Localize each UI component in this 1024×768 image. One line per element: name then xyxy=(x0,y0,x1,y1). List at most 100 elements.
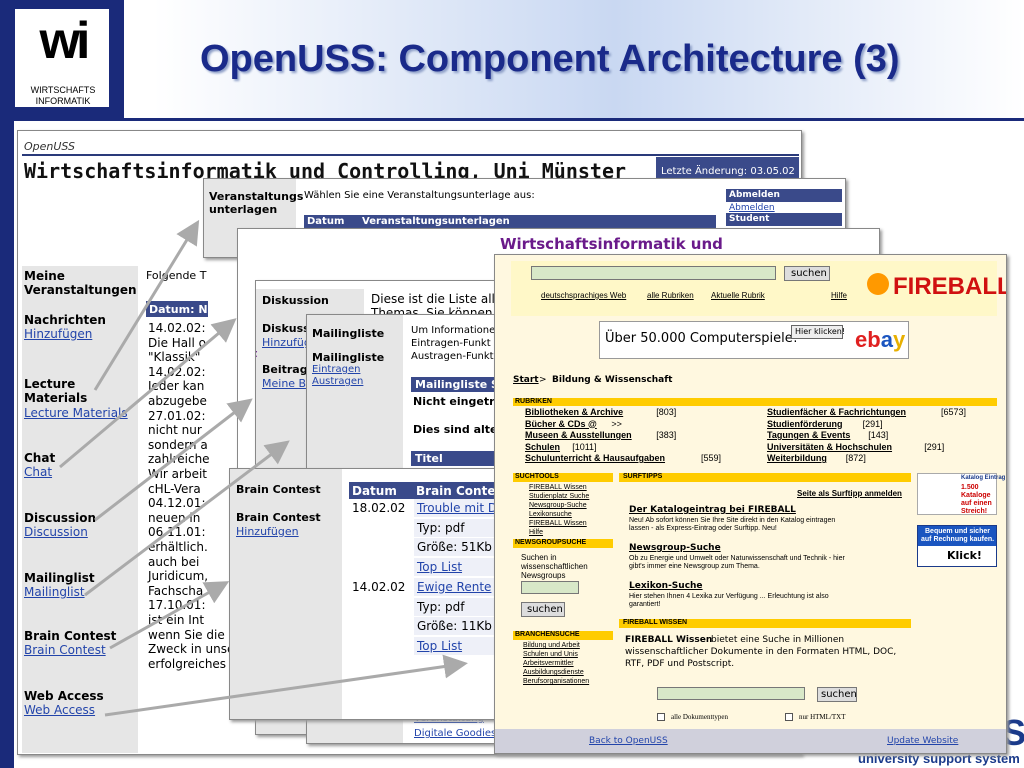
brain-row-type: Typ: pdf xyxy=(417,599,465,614)
branchen-link[interactable]: Arbeitsvermittler xyxy=(523,660,574,667)
brain-row-type: Typ: pdf xyxy=(417,520,465,535)
nav-link-5[interactable]: Mailinglist xyxy=(24,585,85,599)
category-left-name[interactable]: Museen & Ausstellungen xyxy=(525,430,632,440)
tip-heading[interactable]: Der Katalogeintrag bei FIREBALL xyxy=(629,505,796,515)
katalog-ad[interactable] xyxy=(917,473,997,515)
fireball-help[interactable]: Hilfe xyxy=(831,291,848,300)
tool-link[interactable]: FIREBALL Wissen xyxy=(529,484,587,491)
discussion-my-link[interactable]: Meine B xyxy=(262,377,307,390)
category-left-name[interactable]: Bücher & CDs @ xyxy=(525,418,597,429)
nav-link-3[interactable]: Chat xyxy=(24,465,53,479)
news-line: 04.12.01: xyxy=(148,496,206,511)
nav-title-4: Discussion xyxy=(24,511,97,525)
brain-row-link[interactable]: Ewige Rente xyxy=(417,580,492,594)
category-left-name[interactable]: Schulen xyxy=(525,441,561,452)
wissen-input[interactable] xyxy=(657,687,805,700)
fireball-option-2[interactable]: alle Rubriken xyxy=(647,291,694,300)
category-right-name[interactable]: Universitäten & Hochschulen xyxy=(767,441,893,452)
tool-link[interactable]: Studienplatz Suche xyxy=(529,493,590,500)
surftipp-register-link[interactable]: Seite als Surftipp anmelden xyxy=(797,489,902,498)
wissen-search-button[interactable]: suchen xyxy=(817,687,857,702)
nav-link-1[interactable]: Hinzufügen xyxy=(24,327,93,341)
branchen-link[interactable]: Berufsorganisationen xyxy=(523,678,590,685)
checkbox-html[interactable] xyxy=(785,713,793,721)
branchen-link[interactable]: Ausbildungsdienste xyxy=(523,669,584,676)
category-right-name[interactable]: Studienförderung xyxy=(767,418,843,429)
tool-link[interactable]: FIREBALL Wissen xyxy=(529,520,587,527)
mailinglist-subscribe-link[interactable]: Eintragen xyxy=(312,364,361,375)
lecture-right-1: Abmelden xyxy=(729,190,780,200)
tip-heading[interactable]: Lexikon-Suche xyxy=(629,581,703,591)
news-line: 27.01.02: xyxy=(148,408,206,423)
nav-link-7[interactable]: Web Access xyxy=(24,703,96,717)
nav-link-4[interactable]: Discussion xyxy=(24,525,88,539)
crumb-link[interactable]: OpenUSS xyxy=(24,140,76,153)
nav-title-1: Nachrichten xyxy=(24,313,106,327)
tip-heading[interactable]: Newsgroup-Suche xyxy=(629,543,721,553)
news-line: Die Hall o xyxy=(148,335,206,350)
newsgroup-input[interactable] xyxy=(521,581,579,594)
wissen-text-name: FIREBALL Wissen xyxy=(625,635,713,645)
ad-banner-button[interactable]: Hier klicken! xyxy=(791,325,845,339)
logo-line-1: WIRTSCHAFTS xyxy=(30,85,96,95)
category-right-count: [143] xyxy=(868,430,889,440)
branchen-link[interactable]: Bildung und Arbeit xyxy=(523,642,580,649)
brain-cell xyxy=(414,617,500,635)
brain-row-link[interactable]: Trouble mit D xyxy=(417,501,498,515)
mailinglist-unsubscribe-link[interactable]: Austragen xyxy=(312,376,364,387)
category-left-name[interactable]: Bibliotheken & Archive xyxy=(525,407,624,417)
tool-link[interactable]: Lexikonsuche xyxy=(529,511,572,518)
newsgroup-search-button[interactable]: suchen xyxy=(521,602,565,617)
news-line: 14.02.02: xyxy=(148,321,206,335)
tool-link[interactable]: Newsgroup-Suche xyxy=(529,502,587,509)
rechnung-ad-line-1: Bequem und sicher xyxy=(925,528,990,535)
nav-link-2[interactable]: Lecture Materials xyxy=(24,406,128,420)
discussion-add-link[interactable]: Hinzufüg xyxy=(262,336,311,349)
checkbox-all-types[interactable] xyxy=(657,713,665,721)
brain-row-top-list[interactable]: Top List xyxy=(417,638,463,653)
news-line: cHL-Vera xyxy=(148,481,201,496)
ad-banner[interactable] xyxy=(599,321,909,359)
nav-link-6[interactable]: Brain Contest xyxy=(24,643,106,657)
surftipps-bar xyxy=(619,473,911,482)
mailinglist-text-2: Eintragen-Funkt xyxy=(411,338,491,349)
update-website-link[interactable]: Update Website xyxy=(887,736,959,746)
brain-row-date: 18.02.02 xyxy=(352,501,406,515)
fireball-search-button[interactable]: suchen xyxy=(784,266,830,281)
fireball-crumb-start[interactable]: Start xyxy=(513,375,539,385)
category-right-name[interactable]: Weiterbildung xyxy=(767,453,827,463)
nav-title-0: Meine xyxy=(24,269,65,283)
newsgroup-bar xyxy=(513,539,613,548)
intro-text: Folgende T xyxy=(146,269,207,282)
logo-mark: wi xyxy=(39,12,91,70)
category-left-name[interactable]: Schulunterricht & Hausaufgaben xyxy=(525,453,666,463)
tool-link[interactable]: Hilfe xyxy=(529,529,544,536)
lecture-right-2[interactable]: Abmelden xyxy=(729,203,775,213)
brain-add-link[interactable]: Hinzufügen xyxy=(236,525,299,538)
back-to-openuss-link[interactable]: Back to OpenUSS xyxy=(589,736,668,746)
lecture-right-bar-1 xyxy=(726,189,842,202)
news-line: Fachscha xyxy=(148,583,204,598)
news-col-date: Datum: N xyxy=(149,303,208,316)
arrow-brain-contest xyxy=(109,581,230,650)
category-right-name[interactable]: Studienfächer & Fachrichtungen xyxy=(767,407,907,417)
fireball-option-3[interactable]: Aktuelle Rubrik xyxy=(711,291,765,300)
nav-title-2: Lecture xyxy=(24,377,76,391)
lecture-table-header xyxy=(304,215,716,230)
logo-panel: wi WIRTSCHAFTS INFORMATIK xyxy=(14,8,110,108)
brain-row-top-list[interactable]: Top List xyxy=(417,559,463,574)
mailinglist-foot-2[interactable]: Digitale Goodies xyxy=(414,728,497,739)
discussion-item-1: Diskuss xyxy=(262,322,310,335)
slide-title: OpenUSS: Component Architecture (3) xyxy=(200,38,900,80)
brain-table-header xyxy=(349,482,500,499)
arrow-mailinglist xyxy=(84,440,290,597)
mailinglist-title-col: Titel xyxy=(415,452,443,465)
category-right-name[interactable]: Tagungen & Events xyxy=(767,430,851,440)
rechnung-ad-header xyxy=(918,526,996,546)
fireball-option-1[interactable]: deutschsprachiges Web xyxy=(541,291,627,300)
fireball-search-input[interactable] xyxy=(531,266,776,280)
category-left-count: [803] xyxy=(656,407,677,417)
brain-cell xyxy=(414,597,500,616)
branchen-link[interactable]: Schulen und Unis xyxy=(523,651,578,658)
lecture-th-doc: Veranstaltungsunterlagen xyxy=(362,216,510,227)
